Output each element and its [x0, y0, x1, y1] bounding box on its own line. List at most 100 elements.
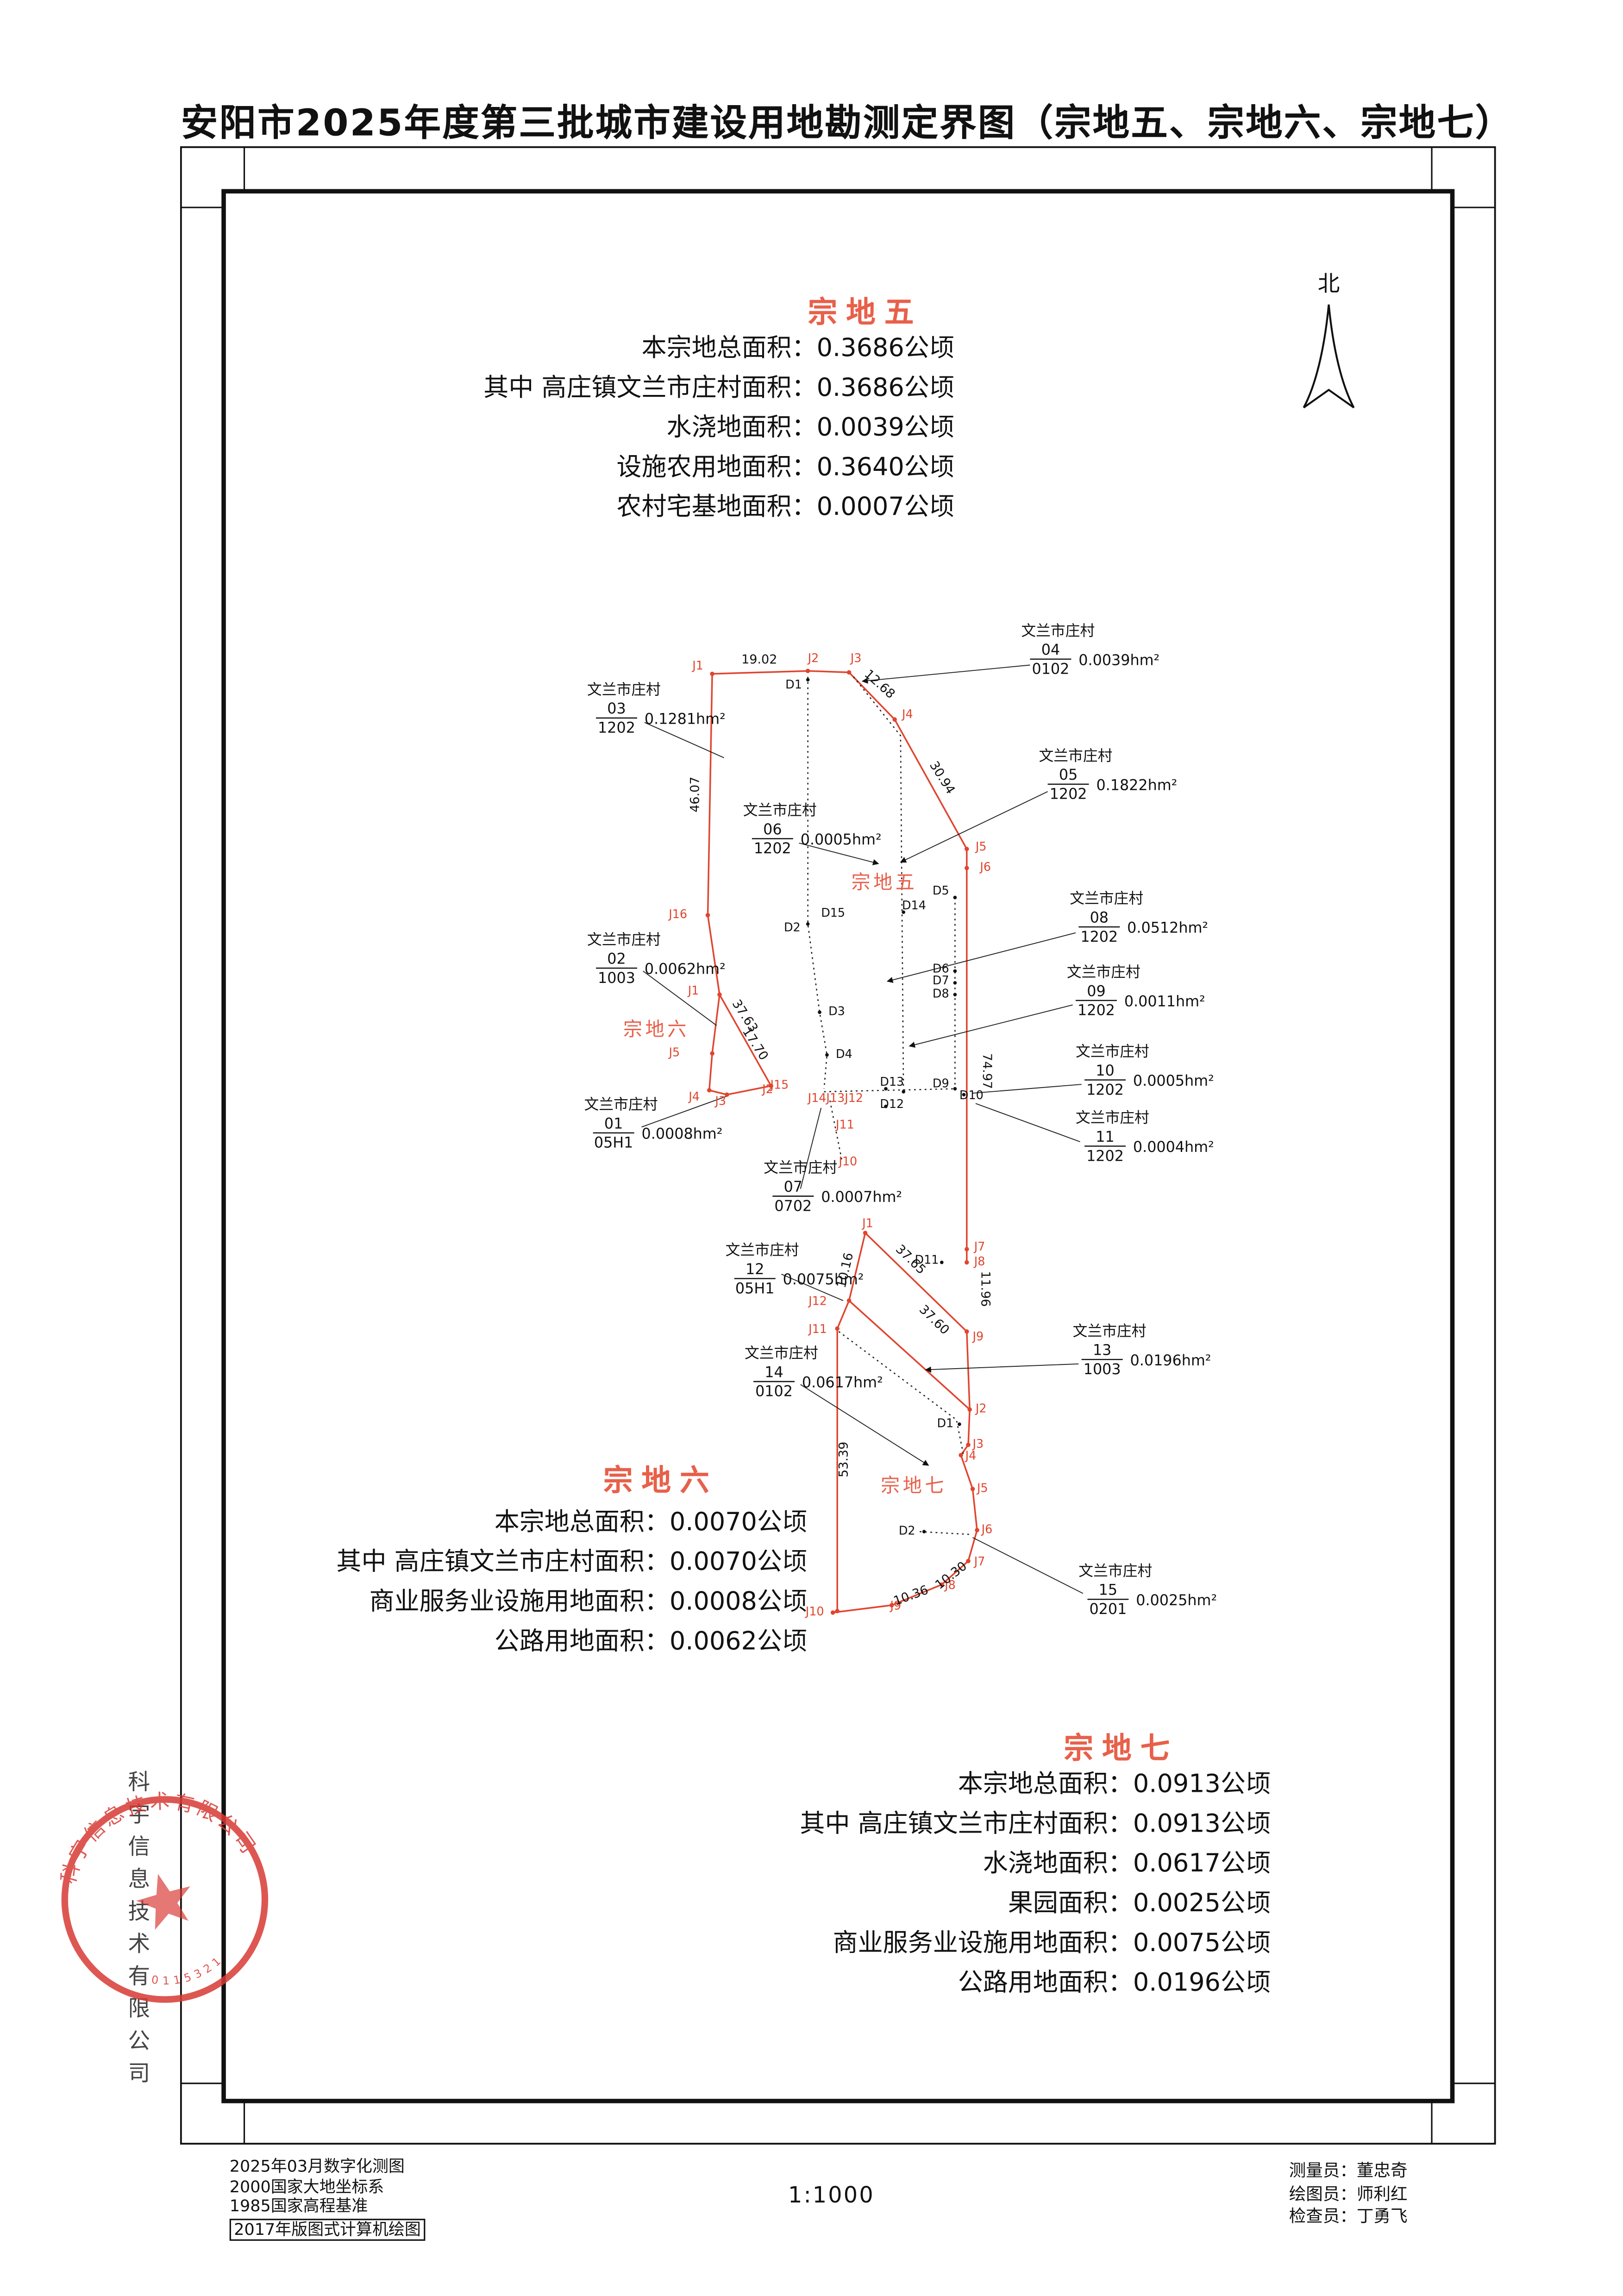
detail-point-label: D1 — [937, 1416, 953, 1430]
staff-label: 测量员： — [1289, 2160, 1357, 2181]
detail-point-label: D6 — [933, 962, 949, 976]
detail-point-label: D3 — [828, 1004, 845, 1018]
boundary-point-label: J7 — [973, 1239, 985, 1253]
detail-point-label: D7 — [933, 973, 949, 987]
boundary-point-label: J6 — [981, 1522, 993, 1536]
info-value: 0.0025公顷 — [1133, 1889, 1271, 1919]
detail-point-label: D15 — [821, 906, 845, 920]
annotation-code-denominator: 1202 — [1080, 929, 1118, 945]
detail-point-label: D11 — [915, 1253, 939, 1267]
annotation-code-denominator: 1003 — [1084, 1361, 1121, 1378]
staff-line: 检查员：丁勇飞 — [1289, 2206, 1408, 2228]
info-row: 设施农用地面积：0.3640公顷 — [353, 449, 1059, 488]
north-arrow: 北 — [1303, 271, 1355, 408]
parcel6-title: 宗地六 — [603, 1462, 718, 1498]
boundary-point-label: J5 — [975, 839, 987, 853]
boundary-point-label: J8 — [973, 1254, 985, 1268]
annotation-village-label: 文兰市庄村 — [743, 802, 817, 819]
annotation-code-denominator: 0102 — [1032, 661, 1070, 677]
info-row: 公路用地面积：0.0196公顷 — [692, 1964, 1339, 2004]
dashed-boundary-line — [807, 676, 828, 1089]
annotation-code-denominator: 1202 — [1086, 1082, 1124, 1098]
annotation-leader-line — [972, 1537, 1084, 1594]
annotation-leader-line — [781, 1274, 844, 1301]
distance-label: 30.94 — [927, 759, 958, 797]
info-row: 水浇地面积：0.0039公顷 — [353, 409, 1059, 449]
detail-point — [902, 1090, 905, 1094]
parcel-boundary-line — [712, 670, 968, 1263]
survey-point — [710, 671, 714, 676]
annotation-code-denominator: 05H1 — [735, 1280, 775, 1297]
annotation-area-label: 0.1822hm² — [1096, 777, 1177, 794]
survey-point — [965, 866, 969, 870]
detail-point-label: D2 — [899, 1523, 915, 1537]
boundary-point-label: J1 — [687, 983, 699, 997]
survey-point — [892, 717, 897, 722]
boundary-point-label: J1 — [861, 1216, 873, 1230]
parcel-name-label: 宗地五 — [851, 871, 917, 893]
metadata-line: 2017年版图式计算机绘图 — [229, 2218, 426, 2241]
survey-point — [830, 1610, 835, 1615]
annotation-village-label: 文兰市庄村 — [1070, 890, 1143, 907]
info-row: 其中 高庄镇文兰市庄村面积：0.3686公顷 — [353, 369, 1059, 409]
outer-frame — [180, 146, 1496, 2145]
info-value: 0.0008公顷 — [669, 1587, 807, 1617]
detail-point — [884, 1104, 888, 1108]
parcel5-title: 宗地五 — [808, 294, 923, 330]
annotation-area-label: 0.0008hm² — [642, 1126, 723, 1143]
annotation-code-denominator: 1003 — [598, 970, 635, 987]
survey-point — [710, 1051, 714, 1056]
annotation-leader-line — [975, 1103, 1080, 1142]
annotation-area-label: 0.0512hm² — [1127, 920, 1208, 937]
detail-point — [953, 895, 957, 900]
info-label: 商业服务业设施用地面积： — [369, 1587, 670, 1617]
detail-point-label: D12 — [880, 1097, 904, 1111]
survey-point — [835, 1326, 840, 1331]
info-row: 本宗地总面积：0.3686公顷 — [353, 330, 1059, 369]
distance-label: 37.60 — [916, 1302, 952, 1338]
staff-line: 测量员：董忠奇 — [1289, 2160, 1408, 2183]
survey-point — [846, 1298, 852, 1303]
boundary-point-label: J4 — [965, 1448, 977, 1462]
parcel-boundary-line — [848, 1300, 971, 1410]
staff-line: 绘图员：师利红 — [1289, 2183, 1408, 2205]
survey-point — [707, 1088, 712, 1093]
annotation-area-label: 0.0004hm² — [1133, 1139, 1214, 1156]
info-label: 果园面积： — [1008, 1889, 1133, 1919]
boundary-point-label: J6 — [979, 860, 991, 874]
survey-point — [805, 669, 810, 673]
dashed-boundary-line — [853, 676, 904, 1092]
survey-point — [959, 1453, 963, 1458]
info-label: 本宗地总面积： — [641, 334, 817, 363]
survey-point — [835, 1608, 840, 1614]
parcel-name-label: 宗地六 — [623, 1018, 689, 1040]
annotation-code-numerator: 15 — [1099, 1582, 1117, 1599]
survey-point — [725, 1092, 729, 1097]
annotation-area-label: 0.0075hm² — [783, 1271, 864, 1288]
survey-point — [965, 1329, 969, 1334]
annotation-area-label: 0.0011hm² — [1124, 994, 1205, 1010]
boundary-point-label: J16 — [668, 907, 687, 921]
detail-point — [953, 981, 957, 985]
annotation-village-label: 文兰市庄村 — [1021, 623, 1095, 639]
info-label: 水浇地面积： — [666, 413, 817, 443]
detail-point — [922, 1530, 926, 1533]
annotation-area-label: 0.0025hm² — [1136, 1592, 1217, 1609]
parcel-boundary-line — [708, 994, 772, 1096]
north-arrow-icon — [1303, 304, 1355, 408]
annotation-area-label: 0.0039hm² — [1078, 652, 1159, 669]
page-title: 安阳市2025年度第三批城市建设用地勘测定界图（宗地五、宗地六、宗地七） — [181, 101, 1514, 144]
annotation-area-label: 0.0005hm² — [1133, 1073, 1214, 1089]
distance-label: 17.70 — [739, 1025, 771, 1063]
info-row: 果园面积：0.0025公顷 — [692, 1885, 1339, 1925]
annotation-code-numerator: 09 — [1087, 983, 1105, 1000]
annotation-code-numerator: 10 — [1096, 1063, 1114, 1079]
annotation-village-label: 文兰市庄村 — [1073, 1323, 1147, 1339]
annotation-village-label: 文兰市庄村 — [1067, 964, 1140, 981]
annotation-area-label: 0.0617hm² — [802, 1375, 883, 1391]
distance-label: 11.96 — [978, 1271, 993, 1307]
north-label: 北 — [1318, 271, 1340, 297]
detail-point — [902, 910, 905, 914]
boundary-point-label: J11 — [835, 1117, 854, 1131]
annotation-village-label: 文兰市庄村 — [587, 932, 661, 948]
